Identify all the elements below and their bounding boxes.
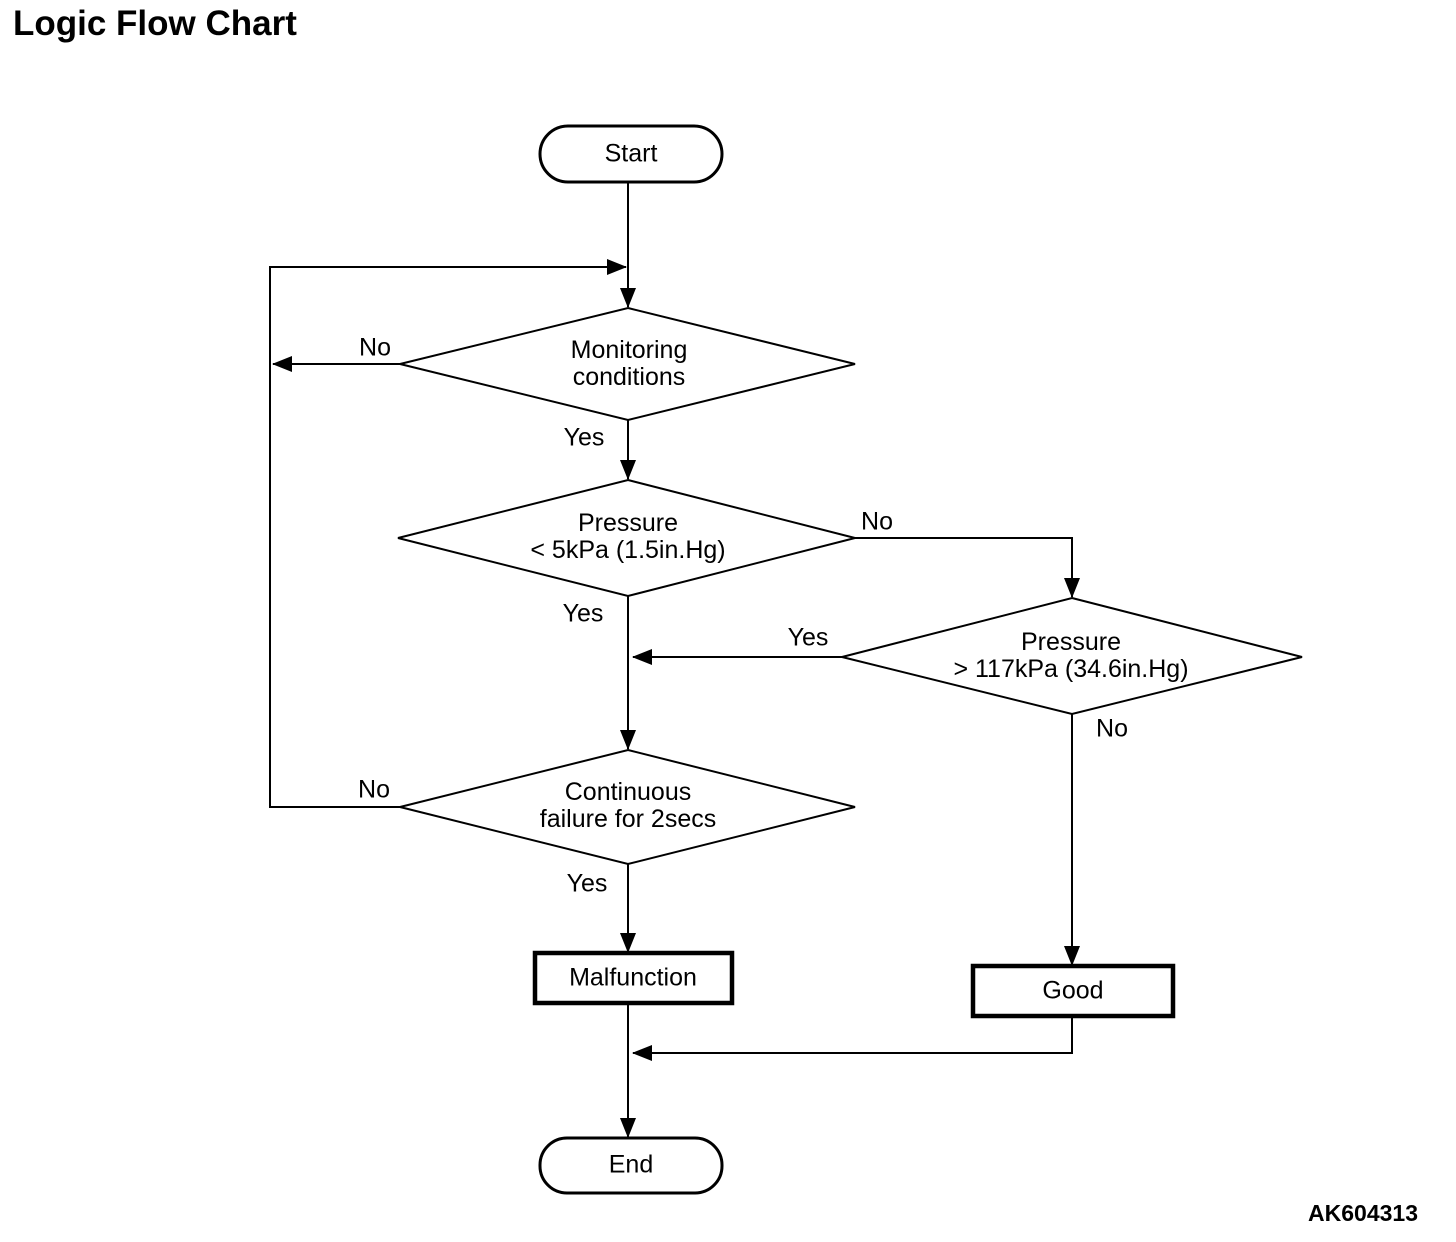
continuous-failure-decision-shape xyxy=(399,748,856,866)
node-label-start: Start xyxy=(604,139,658,168)
page-title: Logic Flow Chart xyxy=(13,4,297,43)
edge-label-pressure-low-yes: Yes xyxy=(562,599,604,628)
pressure-high-decision-shape xyxy=(841,596,1303,716)
pressure-low-decision-shape xyxy=(397,478,856,598)
edge-pressure-low-no xyxy=(855,537,1080,598)
edge-label-pressure-high-yes: Yes xyxy=(787,623,829,652)
edge-loop-back-to-monitoring xyxy=(269,259,627,808)
figure-code: AK604313 xyxy=(1308,1200,1418,1226)
node-label-malfunction: Malfunction xyxy=(569,963,697,992)
malfunction-process-shape xyxy=(532,950,735,1006)
node-label-end: End xyxy=(608,1150,654,1179)
shapes-group xyxy=(397,124,1303,1195)
edge-label-continuous-yes: Yes xyxy=(566,869,608,898)
node-label-pressure-high: Pressure > 117kPa (34.6in.Hg) xyxy=(953,628,1189,683)
node-label-continuous-failure: Continuous failure for 2secs xyxy=(539,778,717,833)
edges-group xyxy=(269,182,1080,1138)
monitoring-decision-shape xyxy=(399,306,856,422)
end-terminator-shape xyxy=(538,1136,724,1195)
edge-label-pressure-low-no: No xyxy=(861,507,893,536)
start-terminator-shape xyxy=(538,124,724,184)
good-process-shape xyxy=(970,963,1176,1019)
edge-label-monitoring-yes: Yes xyxy=(563,423,605,452)
edge-label-monitoring-no: No xyxy=(359,333,391,362)
node-label-good: Good xyxy=(1042,976,1104,1005)
node-label-pressure-low: Pressure < 5kPa (1.5in.Hg) xyxy=(530,509,726,564)
edge-good-join xyxy=(632,1016,1073,1061)
edge-label-continuous-no: No xyxy=(358,775,390,804)
edge-label-pressure-high-no: No xyxy=(1096,714,1128,743)
node-label-monitoring: Monitoring conditions xyxy=(570,336,688,391)
